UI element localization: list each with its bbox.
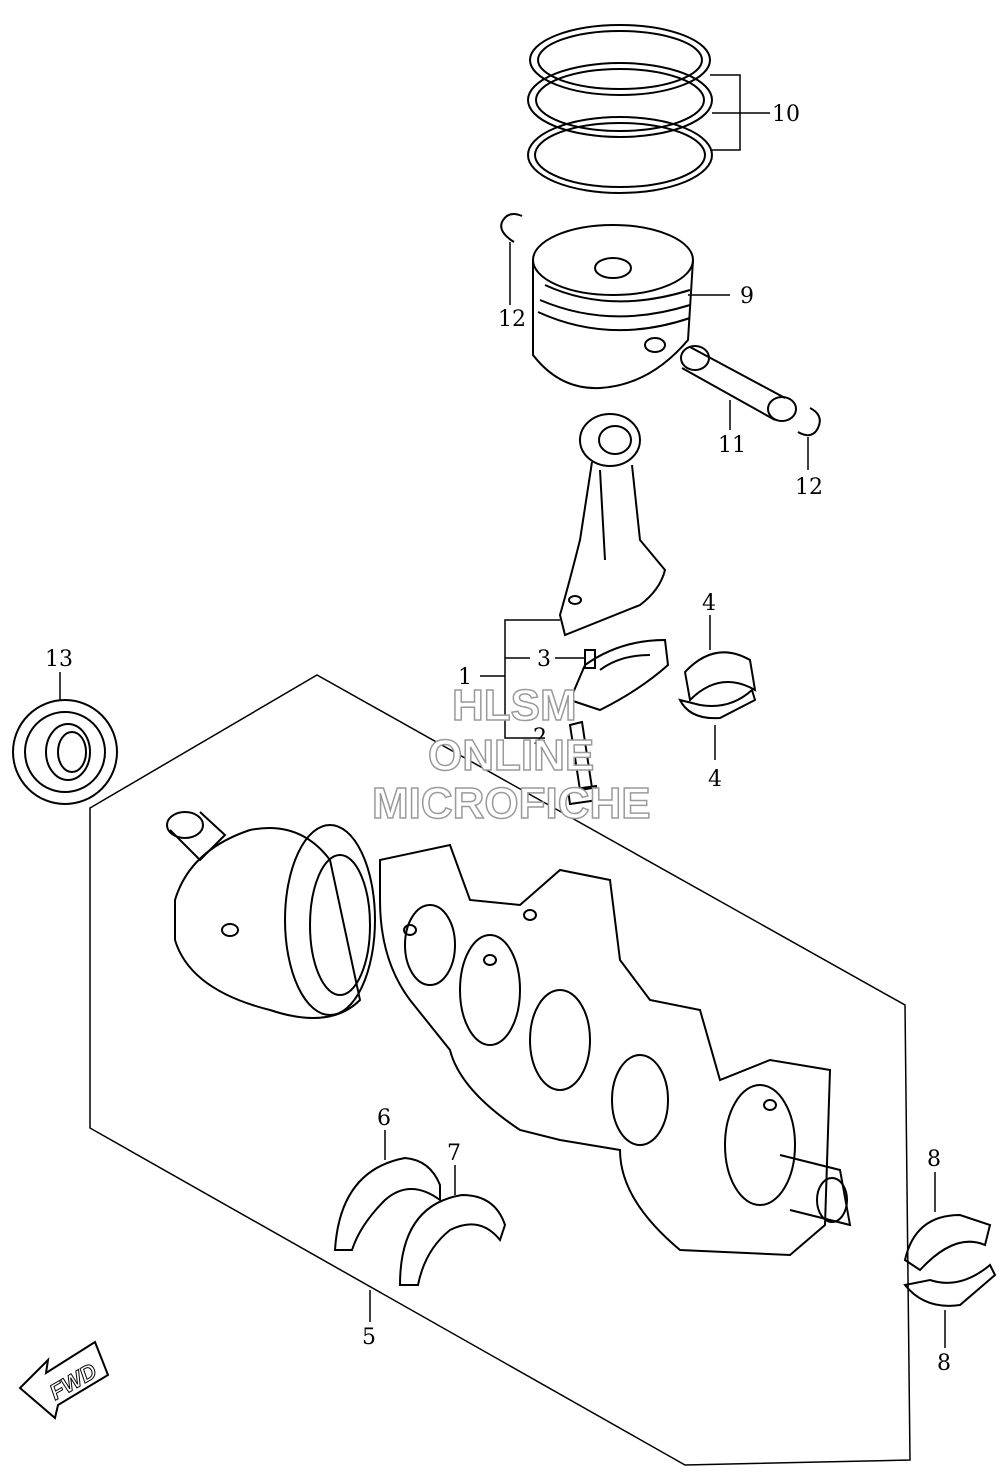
piston-pin-circlip-right[interactable] — [797, 407, 821, 437]
watermark-line-2: ONLINE — [428, 731, 594, 780]
connecting-rod-dowel[interactable] — [584, 649, 596, 669]
watermark-line-1: HLSM — [452, 681, 577, 730]
primary-drive-gear[interactable] — [12, 699, 118, 805]
crank-journal-bearing-upper[interactable] — [903, 1213, 992, 1272]
thrust-bearing-7[interactable] — [398, 1193, 507, 1286]
callout-7: 7 — [447, 1141, 461, 1166]
callout-13: 13 — [45, 647, 73, 672]
piston-pin[interactable] — [680, 345, 797, 422]
crankshaft-group-outline — [89, 674, 911, 1466]
callout-4-bottom: 4 — [708, 767, 722, 792]
callout-11: 11 — [718, 433, 746, 458]
conrod-bearing-lower[interactable] — [678, 688, 757, 720]
forward-arrow-icon — [18, 1340, 110, 1420]
callout-8-top: 8 — [927, 1147, 941, 1172]
watermark-line-3: MICROFICHE — [372, 779, 651, 828]
callout-9: 9 — [740, 284, 754, 309]
callout-5: 5 — [362, 1325, 376, 1350]
callout-4-top: 4 — [702, 591, 716, 616]
piston[interactable] — [532, 224, 694, 390]
callout-3: 3 — [537, 647, 551, 672]
thrust-bearing-6[interactable] — [333, 1156, 441, 1251]
callout-2: 2 — [533, 725, 547, 750]
leader-1 — [504, 619, 560, 739]
piston-pin-circlip-left[interactable] — [500, 213, 523, 243]
piston-rings[interactable] — [527, 24, 713, 194]
forward-direction-badge: FWD — [18, 1340, 110, 1420]
callout-12-right: 12 — [795, 475, 823, 500]
crankshaft[interactable] — [166, 811, 852, 1257]
callout-1: 1 — [458, 665, 472, 690]
conrod-bearing-upper[interactable] — [683, 651, 757, 703]
callout-10: 10 — [772, 102, 800, 127]
callout-12-left: 12 — [498, 307, 526, 332]
crank-journal-bearing-lower[interactable] — [903, 1263, 997, 1307]
callout-6: 6 — [377, 1106, 391, 1131]
callout-8-bottom: 8 — [937, 1351, 951, 1376]
connecting-rod-cap[interactable] — [568, 638, 670, 712]
connecting-rod-bolt[interactable] — [566, 720, 600, 806]
connecting-rod[interactable] — [558, 413, 667, 637]
